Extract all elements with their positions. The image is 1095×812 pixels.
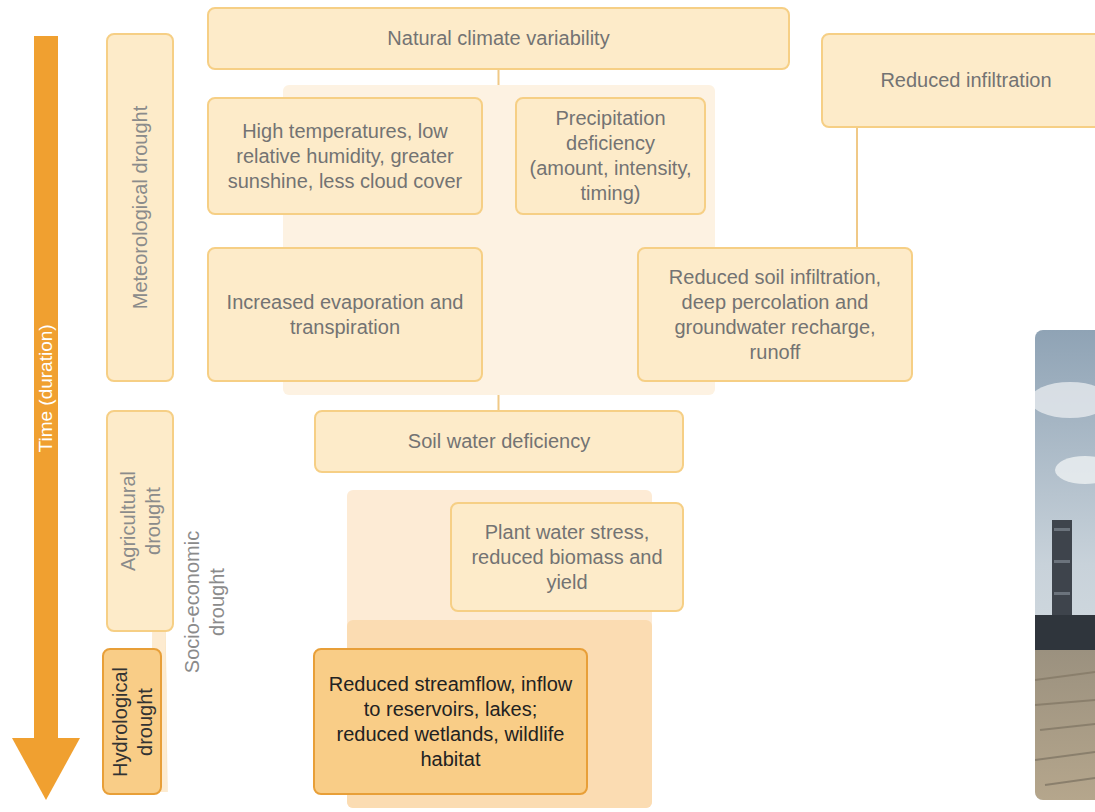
process-box: Soil water deficiency — [314, 410, 684, 473]
photo-tower-band — [1054, 528, 1070, 531]
box-label: Plant water stress, reduced biomass and … — [452, 516, 682, 599]
box-label: Natural climate variability — [209, 22, 788, 55]
process-box: Reduced infiltration — [821, 33, 1095, 128]
photo-cloud — [1035, 382, 1095, 418]
time-arrow-head — [12, 738, 80, 800]
photo-tower-band — [1054, 592, 1070, 595]
band-label: Agricultural drought — [115, 459, 165, 584]
time-arrow-shaft — [34, 36, 58, 740]
photo-cloud — [1055, 456, 1095, 484]
photo-dry-riverbed — [1035, 330, 1095, 800]
axis-label: Time (duration) — [35, 238, 58, 538]
photo-tower-band — [1054, 560, 1070, 563]
photo-ground-cracks — [1035, 672, 1095, 785]
photo-ground — [1035, 650, 1095, 800]
stage-band: Meteorological drought — [106, 33, 174, 382]
process-box: Increased evaporation and transpiration — [207, 247, 483, 382]
box-label: Increased evaporation and transpiration — [209, 286, 481, 344]
box-label: High temperatures, low relative humidity… — [209, 115, 481, 198]
stage-band: Agricultural drought — [106, 410, 174, 632]
photo-buildings — [1035, 615, 1095, 653]
band-label: Meteorological drought — [128, 58, 153, 358]
process-box: Natural climate variability — [207, 7, 790, 70]
process-box: Reduced streamflow, inflow to reservoirs… — [313, 648, 588, 795]
box-label: Reduced soil infiltration, deep percolat… — [639, 261, 911, 369]
box-label: Precipitation deficiency (amount, intens… — [517, 102, 704, 210]
process-box: Reduced soil infiltration, deep percolat… — [637, 247, 913, 382]
process-box: Plant water stress, reduced biomass and … — [450, 502, 684, 612]
stage-band: Hydrological drought — [102, 648, 162, 795]
band-label: Hydrological drought — [107, 659, 157, 784]
box-label: Soil water deficiency — [316, 425, 682, 458]
box-label: Reduced streamflow, inflow to reservoirs… — [315, 668, 586, 776]
process-box: Precipitation deficiency (amount, intens… — [515, 97, 706, 215]
process-box: High temperatures, low relative humidity… — [207, 97, 483, 215]
axis-label-holder: Time (duration) — [0, 36, 92, 740]
band-label: Socio-economic drought — [180, 527, 230, 677]
box-label: Reduced infiltration — [823, 64, 1095, 97]
connector-line — [856, 128, 858, 247]
